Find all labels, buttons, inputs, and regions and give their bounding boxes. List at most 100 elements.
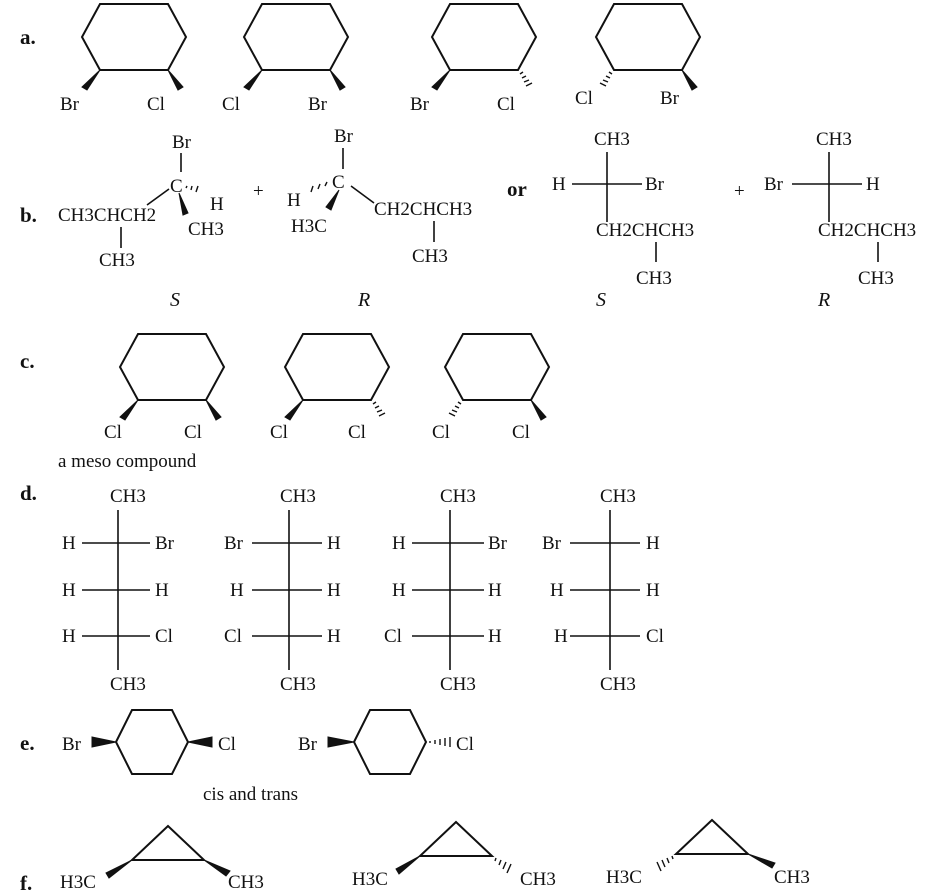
atom-br: Br: [224, 533, 244, 554]
atom-cl: Cl: [222, 94, 240, 115]
atom-h: H: [550, 580, 564, 601]
fischer-b-s: CH3 H Br CH2CHCH3 CH3 S: [552, 129, 694, 311]
atom-cl: Cl: [224, 626, 242, 647]
group-h3c: H3C: [606, 867, 642, 888]
molecule-f2: H3C CH3: [352, 820, 556, 890]
cis-trans-caption: cis and trans: [203, 784, 298, 805]
atom-h: H: [646, 533, 660, 554]
molecule-a4: [595, 3, 701, 91]
group-ch3: CH3: [110, 486, 146, 507]
atom-cl: Cl: [456, 734, 474, 755]
label-b: b.: [20, 203, 37, 227]
molecule-e1: Br Cl: [62, 709, 236, 775]
atom-br: Br: [488, 533, 508, 554]
atom-c: C: [170, 176, 183, 197]
label-f: f.: [20, 871, 32, 895]
atom-h: H: [230, 580, 244, 601]
descriptor-r: R: [817, 289, 830, 311]
atom-br: Br: [60, 94, 80, 115]
atom-h: H: [327, 626, 341, 647]
group-ch3: CH3: [110, 674, 146, 695]
atom-cl: Cl: [646, 626, 664, 647]
atom-cl: Cl: [575, 88, 593, 109]
atom-br: Br: [410, 94, 430, 115]
molecule-a3: [431, 3, 537, 91]
atom-cl: Cl: [184, 422, 202, 443]
atom-h: H: [327, 533, 341, 554]
group-ch3: CH3: [440, 486, 476, 507]
fischer-d4: CH3 Br H H H H Cl CH3: [542, 486, 664, 695]
label-e: e.: [20, 731, 35, 755]
atom-h: H: [155, 580, 169, 601]
molecule-e2: Br Cl: [298, 709, 474, 775]
atom-cl: Cl: [512, 422, 530, 443]
atom-cl: Cl: [497, 94, 515, 115]
group-ch3: CH3: [600, 674, 636, 695]
plus-sign: +: [734, 181, 745, 202]
atom-h: H: [554, 626, 568, 647]
group-ch3: CH3: [440, 674, 476, 695]
atom-cl: Cl: [432, 422, 450, 443]
atom-cl: Cl: [348, 422, 366, 443]
group-ch3: CH3: [600, 486, 636, 507]
group-ch3: CH3: [636, 268, 672, 289]
label-c: c.: [20, 349, 35, 373]
atom-br: Br: [542, 533, 562, 554]
atom-c: C: [332, 172, 345, 193]
group-h3c: H3C: [291, 216, 327, 237]
molecule-a2: [243, 3, 349, 91]
atom-br: Br: [308, 94, 328, 115]
atom-cl: Cl: [104, 422, 122, 443]
descriptor-s: S: [170, 289, 180, 311]
group-ch3: CH3: [412, 246, 448, 267]
atom-h: H: [62, 626, 76, 647]
group-ch3: CH3: [858, 268, 894, 289]
group-ch3: CH3: [280, 674, 316, 695]
atom-cl: Cl: [218, 734, 236, 755]
group-ch3: CH3: [280, 486, 316, 507]
atom-h: H: [488, 580, 502, 601]
group-ch3: CH3: [774, 867, 810, 888]
fischer-b-r: CH3 Br H CH2CHCH3 CH3 R: [764, 129, 916, 311]
descriptor-r: R: [357, 289, 370, 311]
meso-caption: a meso compound: [58, 451, 197, 472]
atom-h: H: [552, 174, 566, 195]
atom-h: H: [287, 190, 301, 211]
atom-h: H: [488, 626, 502, 647]
group-h3c: H3C: [352, 869, 388, 890]
molecule-b1: Br C H CH3CHCH2 CH3 CH3 S: [58, 132, 224, 311]
atom-br: Br: [172, 132, 192, 153]
atom-br: Br: [334, 126, 354, 147]
group-fischer-sub: CH2CHCH3: [818, 220, 916, 241]
label-a: a.: [20, 25, 36, 49]
group-fischer-sub: CH2CHCH3: [596, 220, 694, 241]
molecule-c2: [284, 333, 390, 421]
atom-h: H: [62, 533, 76, 554]
atom-cl: Cl: [155, 626, 173, 647]
atom-br: Br: [764, 174, 784, 195]
atom-h: H: [646, 580, 660, 601]
atom-h: H: [392, 533, 406, 554]
group-right-chain: CH2CHCH3: [374, 199, 472, 220]
fischer-d3: CH3 H Br H H Cl H CH3: [384, 486, 508, 695]
plus-sign: +: [253, 181, 264, 202]
molecule-c3: [444, 333, 550, 421]
atom-br: Br: [155, 533, 175, 554]
label-d: d.: [20, 481, 37, 505]
group-ch3: CH3: [816, 129, 852, 150]
group-ch3: CH3: [594, 129, 630, 150]
molecule-a1: [81, 3, 187, 91]
atom-h: H: [392, 580, 406, 601]
atom-h: H: [866, 174, 880, 195]
or-word: or: [507, 177, 527, 201]
atom-h: H: [210, 194, 224, 215]
group-ch3: CH3: [228, 872, 264, 893]
molecule-c1: [119, 333, 225, 421]
group-h3c: H3C: [60, 872, 96, 893]
atom-h: H: [62, 580, 76, 601]
atom-br: Br: [645, 174, 665, 195]
atom-cl: Cl: [270, 422, 288, 443]
group-ch3: CH3: [520, 869, 556, 890]
